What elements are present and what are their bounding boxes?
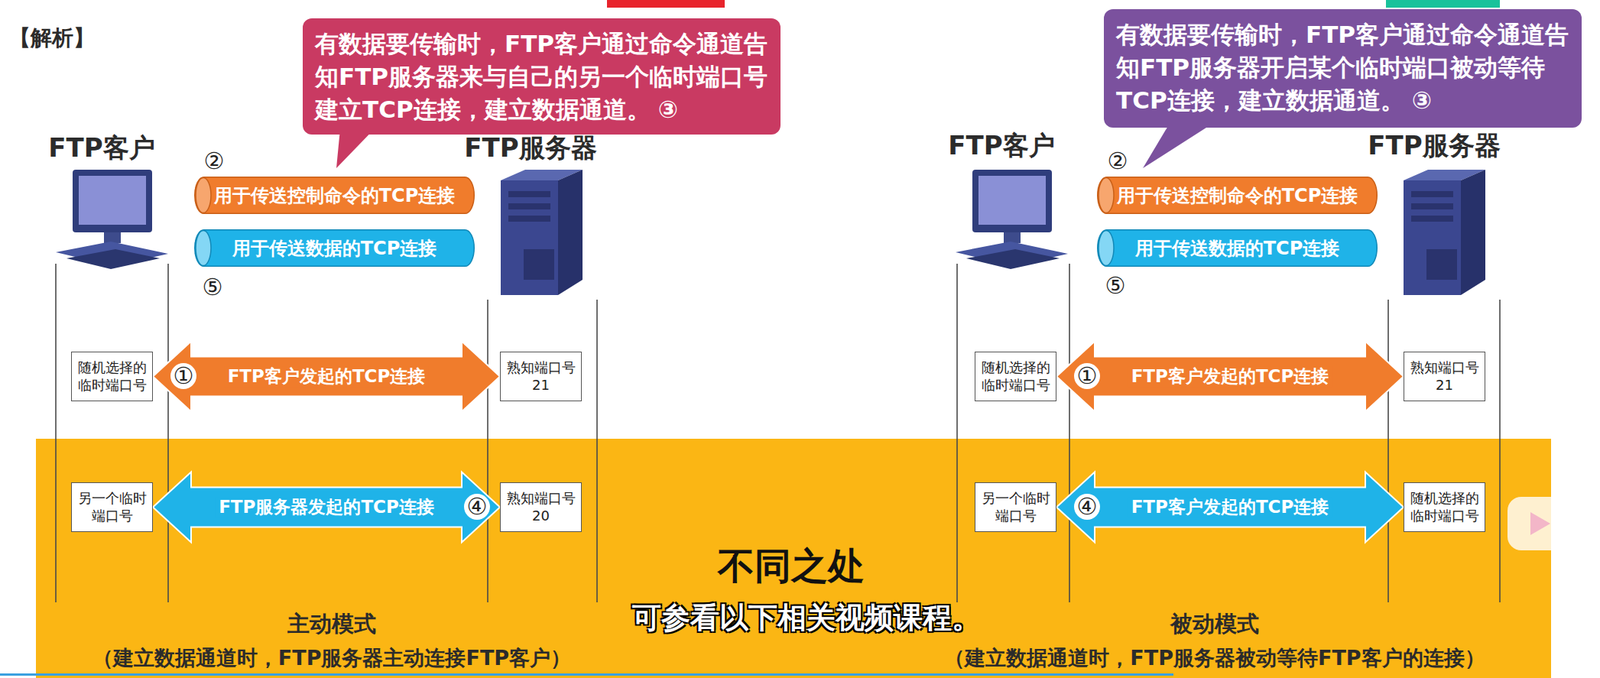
callout-number: ③ xyxy=(1411,86,1432,114)
mode-title: 被动模式 xyxy=(1170,609,1260,640)
callout-number: ⑤ xyxy=(199,274,226,301)
mode-caption: （建立数据通道时，FTP服务器主动连接FTP客户） xyxy=(92,644,572,672)
port-box: 随机选择的临时端口号 xyxy=(71,351,153,402)
connection-arrow xyxy=(152,341,500,413)
callout-text-block: 有数据要传输时，FTP客户通过命令通道告知FTP服务器开启某个临时端口被动等待T… xyxy=(1116,18,1570,117)
pipe-cylinder: 用于传送数据的TCP连接 xyxy=(194,229,475,267)
port-label: 随机选择的临时端口号 xyxy=(978,359,1053,394)
entity-label: FTP客户 xyxy=(947,128,1055,164)
computer-icon xyxy=(55,169,169,270)
callout-number: ② xyxy=(201,148,228,175)
pipe-cylinder: 用于传送数据的TCP连接 xyxy=(1096,229,1378,267)
entity-label: FTP服务器 xyxy=(1367,128,1500,164)
port-label: 熟知端口号 21 xyxy=(503,359,578,394)
section-heading: 【解析】 xyxy=(9,23,95,53)
play-icon xyxy=(1507,496,1568,551)
band-title: 不同之处 xyxy=(717,541,865,591)
port-label: 熟知端口号 20 xyxy=(503,490,578,525)
arrow-label: FTP客户发起的TCP连接 xyxy=(1128,496,1333,519)
callout-number: ① xyxy=(170,363,197,390)
callout-number: ① xyxy=(1074,363,1101,390)
top-bar-green xyxy=(1385,0,1500,8)
arrow-label: FTP客户发起的TCP连接 xyxy=(1128,366,1333,388)
callout-number: ⑤ xyxy=(1102,272,1129,299)
top-bar-red xyxy=(606,0,725,8)
port-label: 随机选择的临时端口号 xyxy=(74,359,150,394)
pipe-label: 用于传送控制命令的TCP连接 xyxy=(1116,183,1359,208)
callout-box: 有数据要传输时，FTP客户通过命令通道告知FTP服务器开启某个临时端口被动等待T… xyxy=(1103,9,1582,128)
pipe-cylinder: 用于传送控制命令的TCP连接 xyxy=(1096,176,1378,215)
lifelines xyxy=(55,263,1500,603)
pipe-label: 用于传送控制命令的TCP连接 xyxy=(214,183,456,208)
computer-icon xyxy=(955,169,1068,270)
connection-arrow xyxy=(1056,472,1404,543)
mode-caption: （建立数据通道时，FTP服务器被动等待FTP客户的连接） xyxy=(944,644,1485,672)
server-icon xyxy=(1403,169,1486,296)
pipe-cylinder: 用于传送控制命令的TCP连接 xyxy=(194,176,475,215)
entity-label: FTP服务器 xyxy=(464,130,597,166)
port-box: 随机选择的临时端口号 xyxy=(1403,482,1486,533)
port-label: 熟知端口号 21 xyxy=(1407,359,1482,394)
connection-arrow xyxy=(152,472,500,543)
callout-text-block: 有数据要传输时，FTP客户通过命令通道告知FTP服务器来与自己的另一个临时端口号… xyxy=(314,27,769,126)
callout-pointer xyxy=(1142,120,1218,169)
callout-text: 有数据要传输时，FTP客户通过命令通道告知FTP服务器开启某个临时端口被动等待T… xyxy=(1116,20,1569,114)
subtitle: 可参看以下相关视频课程。 xyxy=(632,598,981,638)
port-box: 另一个临时端口号 xyxy=(974,482,1057,533)
port-label: 另一个临时端口号 xyxy=(74,490,150,525)
callout-number: ③ xyxy=(658,95,679,124)
yellow-band-fill xyxy=(35,438,1552,678)
arrow-label: FTP服务器发起的TCP连接 xyxy=(215,496,438,519)
port-label: 随机选择的临时端口号 xyxy=(1407,490,1482,525)
connection-arrow xyxy=(1056,341,1404,413)
callout-number: ④ xyxy=(464,493,491,520)
arrow-label: FTP客户发起的TCP连接 xyxy=(224,366,429,388)
callout-text: 有数据要传输时，FTP客户通过命令通道告知FTP服务器来与自己的另一个临时端口号… xyxy=(314,29,768,124)
port-label: 另一个临时端口号 xyxy=(978,490,1053,525)
port-box: 熟知端口号 21 xyxy=(1403,351,1486,402)
callout-number: ② xyxy=(1104,148,1131,175)
difference-band: 不同之处 另一个临时端口号 熟知端口号 20 另一个临时端口号 随机选择的临时端口号 xyxy=(35,438,1552,678)
mode-title: 主动模式 xyxy=(287,609,377,640)
port-box: 熟知端口号 20 xyxy=(499,482,582,533)
port-box: 随机选择的临时端口号 xyxy=(974,351,1057,402)
callout-box: 有数据要传输时，FTP客户通过命令通道告知FTP服务器来与自己的另一个临时端口号… xyxy=(302,18,781,135)
port-box: 熟知端口号 21 xyxy=(499,351,582,402)
progress-line xyxy=(0,673,1174,676)
callout-number: ④ xyxy=(1074,493,1101,520)
port-box: 另一个临时端口号 xyxy=(71,482,153,533)
server-icon xyxy=(500,169,583,296)
pipe-label: 用于传送数据的TCP连接 xyxy=(1135,236,1341,261)
pipe-label: 用于传送数据的TCP连接 xyxy=(232,236,438,261)
entity-label: FTP客户 xyxy=(48,130,155,166)
